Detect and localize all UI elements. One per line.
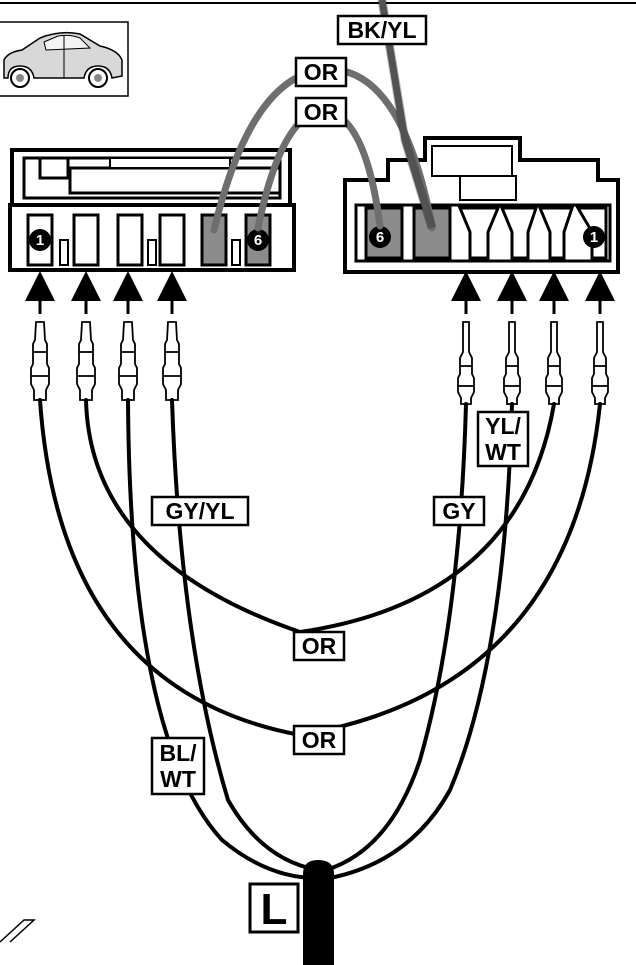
right-connector: 6 1 [343,136,620,274]
car-icon [3,31,123,88]
insert-arrows [25,271,615,314]
label-bl-wt-text-line1: BL/ [159,740,197,766]
crimp-terminal-icon [30,321,50,401]
right-pin-marker-first: 1 [583,226,605,248]
label-bk-yl-text: BK/YL [348,17,417,43]
right-pin-marker-last: 6 [369,226,391,248]
label-bk-yl: BK/YL [336,14,428,46]
label-or-lower-1: OR [292,630,346,662]
label-or-upper-1-text: OR [304,59,339,85]
right-pin-number-first: 1 [590,229,598,246]
crimp-terminal-icon [118,321,138,401]
label-or-lower-1-text: OR [302,633,337,659]
label-or-upper-1: OR [294,56,348,88]
label-or-lower-2: OR [292,724,346,756]
label-yl-wt-text-line1: YL/ [485,413,521,439]
left-terminals [30,321,182,401]
label-or-lower-2-text: OR [302,727,337,753]
right-terminals [457,321,609,405]
crimp-terminal-icon [457,321,475,405]
left-pin-marker-first: 1 [29,229,51,251]
label-bl-wt-text-line2: WT [160,766,196,792]
grey-wire-outlines [377,0,437,230]
crimp-terminal-icon [76,321,96,401]
label-gy: GY [432,495,486,527]
label-or-upper-2-text: OR [304,99,339,125]
label-gy-text: GY [442,498,475,524]
harness-bundle [303,860,334,965]
label-harness-l: L [248,882,300,934]
label-gy-yl-text: GY/YL [165,498,234,524]
vehicle-thumbnail [0,21,129,97]
corner-fragment [0,919,36,943]
right-pin-number-last: 6 [376,229,384,246]
label-or-upper-2: OR [294,96,348,128]
label-harness-l-text: L [261,885,288,934]
label-yl-wt-text-line2: WT [485,439,521,465]
left-pin-marker-last: 6 [247,229,269,251]
label-bl-wt: BL/ WT [150,736,206,796]
label-yl-wt: YL/ WT [476,410,530,468]
label-gy-yl: GY/YL [150,495,250,527]
wire-yl-wt [328,402,514,880]
left-connector: 1 6 [8,148,296,272]
crimp-terminal-icon [545,321,563,405]
crimp-terminal-icon [591,321,609,405]
left-pin-number-first: 1 [36,232,44,249]
wire-labels: BK/YL OR OR GY/YL GY YL/ WT OR OR [150,14,530,934]
crimp-terminal-icon [503,321,521,405]
crimp-terminal-icon [162,321,182,401]
left-pin-number-last: 6 [254,232,262,249]
